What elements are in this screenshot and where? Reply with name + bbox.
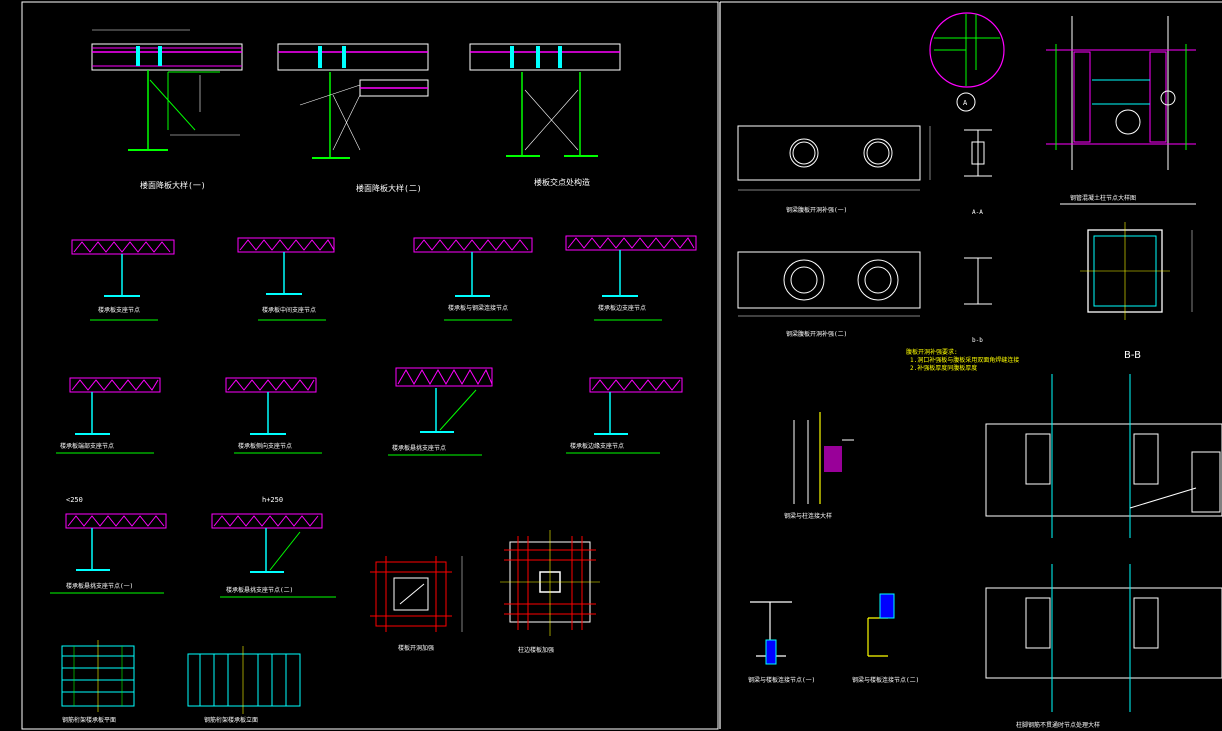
caption-cantilever-2: 楼承板悬挑支座节点(二) [226,586,293,594]
caption-slab-step-1: 楼面降板大样(一) [140,180,206,190]
detail-column-edge [500,530,600,636]
label-section-b-b: b-b [972,337,983,344]
left-sheet-frame [21,1,719,730]
detail-truss-plan [61,640,135,712]
detail-deck-row2 [71,235,697,297]
note-line-1: 1.洞口补强板与腹板采用双面角焊缝连接 [910,356,1019,364]
caption-truss-plan: 钢筋桁架楼承板平面 [62,716,116,724]
caption-beam-column: 钢梁与柱连接大样 [784,512,832,520]
caption-cft-column: 钢管混凝土柱节点大样图 [1070,194,1136,202]
detail-web-opening-1 [737,125,931,191]
caption-deck-border: 楼承板边缘支座节点 [570,442,624,450]
caption-deck-edge: 楼承板边支座节点 [598,304,646,312]
detail-deck-row3 [69,367,683,435]
dim-h-plus-250: h+250 [262,496,283,504]
caption-web-opening-2: 钢梁腹板开洞补强(二) [786,330,847,338]
caption-deck-cantilever: 楼承板悬挑支座节点 [392,444,446,452]
detail-beam-slab-1 [750,601,792,665]
detail-cft-column-plan [1080,222,1193,320]
section-a-a [964,129,992,177]
caption-deck-side: 楼承板侧向支座节点 [238,442,292,450]
caption-deck-beam-conn: 楼承板与钢梁连接节点 [448,304,508,312]
detail-slab-junction [469,43,621,157]
note-title: 腹板开洞补强要求: [906,348,958,356]
caption-web-opening-1: 钢梁腹板开洞补强(一) [786,206,847,214]
note-line-2: 2.补强板厚度同腹板厚度 [910,364,977,372]
detail-column-base-upper [985,374,1222,538]
caption-cantilever-1: 楼承板悬挑支座节点(一) [66,582,133,590]
detail-deck-row4 [65,513,323,573]
detail-beam-slab-2 [867,593,895,657]
detail-opening-reinforcement [370,556,463,632]
label-section-b-b-title: B-B [1124,350,1141,361]
detail-slab-step-2 [277,43,429,159]
caption-slab-step-2: 楼面降板大样(二) [356,183,422,193]
label-detail-a: A [963,99,968,107]
label-section-a-a: A-A [972,209,983,216]
detail-circle-a [929,12,1005,112]
detail-column-base-lower [985,564,1222,712]
caption-slab-junction: 楼板交点处构造 [534,177,590,187]
caption-truss-elevation: 钢筋桁架楼承板立面 [204,716,258,724]
dim-le-250: <250 [66,496,83,504]
caption-deck-support: 楼承板支座节点 [98,306,140,314]
caption-column-base: 柱脚钢筋不贯通时节点处理大样 [1016,721,1100,729]
detail-slab-step-1 [91,29,243,151]
section-b-b [964,257,992,305]
detail-web-opening-2 [737,251,921,317]
caption-opening: 楼板开洞加强 [398,644,434,652]
caption-beam-slab-2: 钢梁与楼板连接节点(二) [852,676,919,684]
caption-beam-slab-1: 钢梁与楼板连接节点(一) [748,676,815,684]
detail-truss-elevation [187,646,301,714]
caption-deck-mid-support: 楼承板中间支座节点 [262,306,316,314]
caption-deck-end: 楼承板端部支座节点 [60,442,114,450]
detail-beam-column-connection [793,412,854,504]
detail-cft-column-elevation [1046,16,1196,170]
caption-column-edge: 柱边楼板加强 [518,646,554,654]
